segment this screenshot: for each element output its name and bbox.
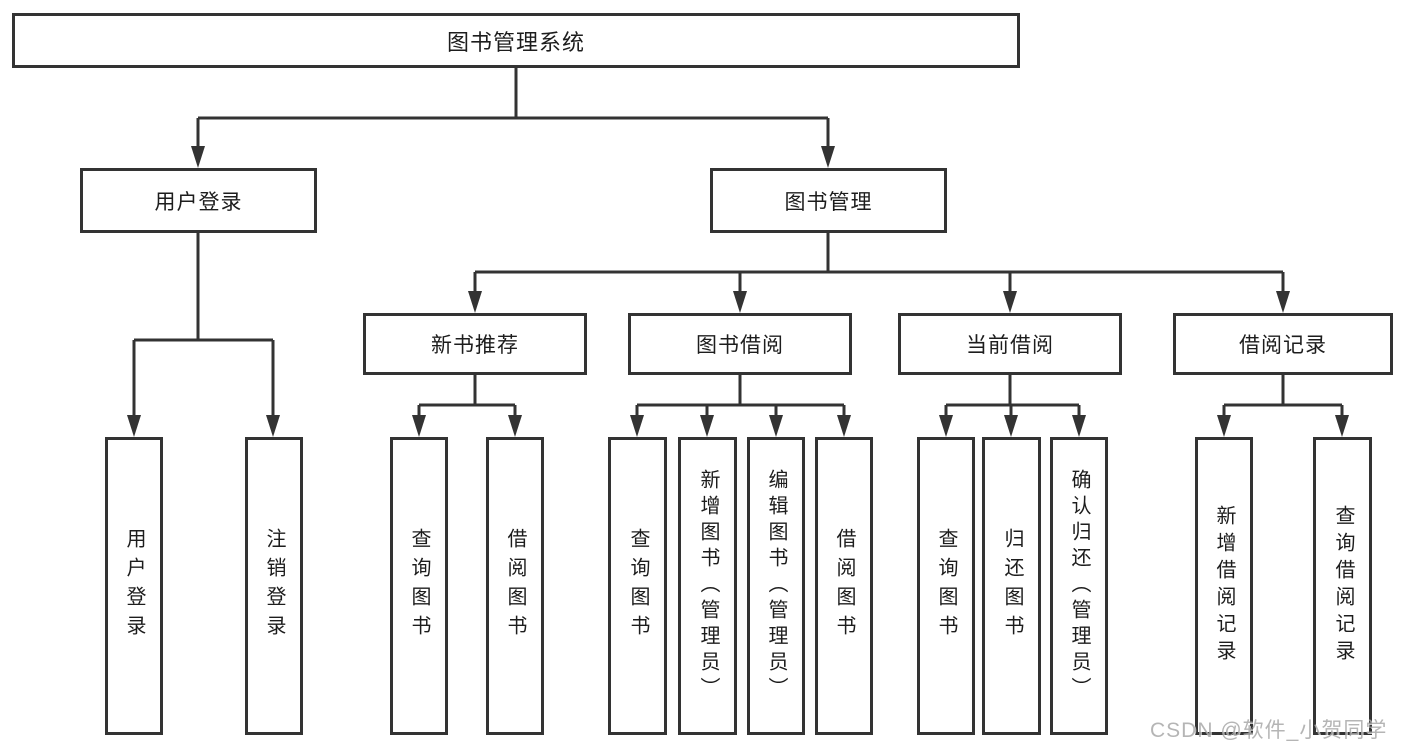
- leaf-borrow-books-recommend: 借阅图书: [486, 437, 544, 735]
- node-book-borrow: 图书借阅: [628, 313, 852, 375]
- arrowhead: [769, 415, 783, 437]
- arrowhead: [630, 415, 644, 437]
- leaf-add-borrow-record: 新增借阅记录: [1195, 437, 1253, 735]
- arrowhead: [412, 415, 426, 437]
- leaf-logout: 注销登录: [245, 437, 303, 735]
- node-borrow-records: 借阅记录: [1173, 313, 1393, 375]
- arrowhead: [700, 415, 714, 437]
- arrowhead: [266, 415, 280, 437]
- node-current-borrow: 当前借阅: [898, 313, 1122, 375]
- leaf-query-books-borrow: 查询图书: [608, 437, 667, 735]
- arrowhead: [1276, 291, 1290, 313]
- node-library-management-system: 图书管理系统: [12, 13, 1020, 68]
- arrowhead: [1217, 415, 1231, 437]
- arrowhead: [733, 291, 747, 313]
- connector-bookmgmt-level3: [473, 233, 1285, 293]
- arrowhead: [1003, 291, 1017, 313]
- leaf-query-borrow-record: 查询借阅记录: [1313, 437, 1372, 735]
- connector-borrowrecords-leaves: [1222, 375, 1344, 418]
- connector-currentborrow-leaves: [944, 375, 1081, 418]
- watermark: CSDN @软件_小贺同学: [1150, 719, 1388, 742]
- arrowhead: [191, 146, 205, 168]
- arrowhead: [837, 415, 851, 437]
- leaf-query-books-current: 查询图书: [917, 437, 975, 735]
- leaf-add-books-admin: 新增图书（管理员）: [678, 437, 737, 735]
- connector-bookborrow-leaves: [635, 375, 846, 418]
- leaf-borrow-books: 借阅图书: [815, 437, 873, 735]
- arrowhead: [508, 415, 522, 437]
- node-book-management-branch: 图书管理: [710, 168, 947, 233]
- arrowhead: [1335, 415, 1349, 437]
- leaf-edit-books-admin: 编辑图书（管理员）: [747, 437, 805, 735]
- arrowhead: [127, 415, 141, 437]
- connector-newbook-leaves: [417, 375, 517, 418]
- connector-root-level2: [196, 68, 830, 150]
- leaf-user-login: 用户登录: [105, 437, 163, 735]
- arrowhead: [939, 415, 953, 437]
- connector-userlogin-leaves: [132, 233, 275, 418]
- arrowhead: [1004, 415, 1018, 437]
- node-new-book-recommend: 新书推荐: [363, 313, 587, 375]
- arrowhead: [821, 146, 835, 168]
- arrowhead: [468, 291, 482, 313]
- leaf-return-books: 归还图书: [982, 437, 1041, 735]
- arrowhead: [1072, 415, 1086, 437]
- leaf-confirm-return-admin: 确认归还（管理员）: [1050, 437, 1108, 735]
- node-user-login-branch: 用户登录: [80, 168, 317, 233]
- leaf-query-books-recommend: 查询图书: [390, 437, 448, 735]
